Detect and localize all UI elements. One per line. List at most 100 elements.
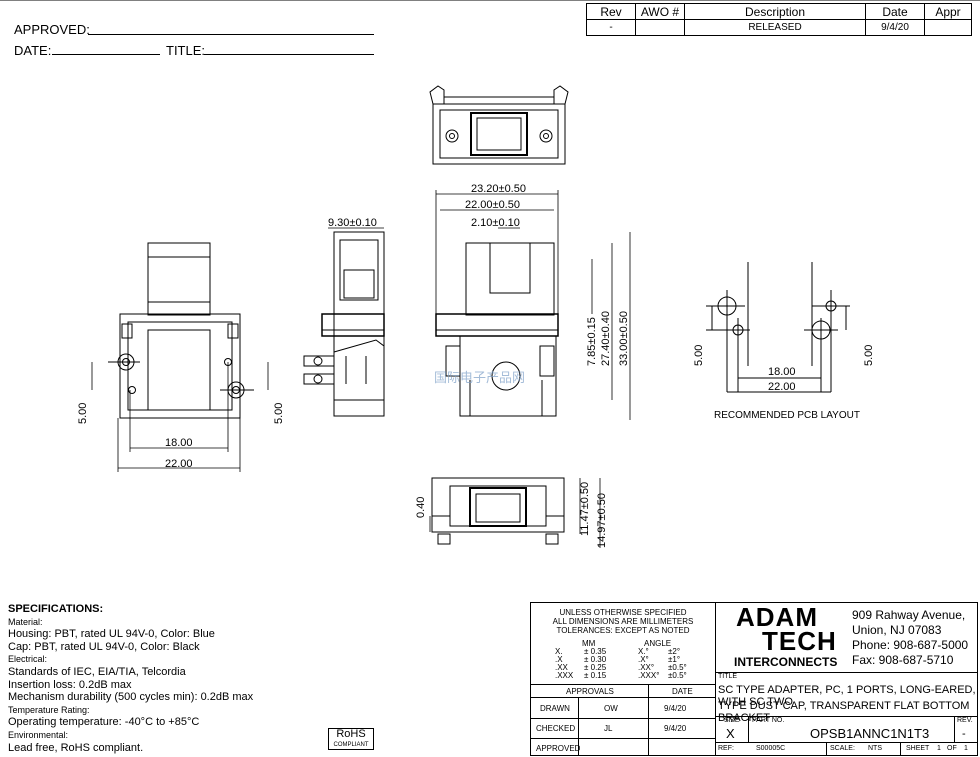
specifications: SPECIFICATIONS: Material: Housing: PBT, … [8, 603, 328, 754]
tb-scale-label: SCALE: [830, 745, 855, 752]
tolerance-block [530, 602, 716, 756]
drawn-rule [530, 718, 716, 719]
approved-label: APPROVED: [14, 22, 90, 37]
appr-value [924, 19, 972, 36]
tol-row2-a: .X [555, 655, 563, 664]
spec-standards: Standards of IEC, EIA/TIA, Telcordia [8, 665, 186, 678]
dim-pcb-v5-right: 5.00 [863, 345, 875, 366]
title-block [530, 602, 978, 756]
appr-header: Appr [924, 3, 972, 20]
center-front-view [435, 242, 559, 417]
title-line [204, 54, 374, 55]
tb-sheet-label: SHEET [906, 745, 930, 752]
size-rule [716, 716, 978, 717]
spec-temp-label: Temperature Rating: [8, 704, 90, 715]
rev-divider [954, 716, 955, 742]
rohs-logo: RoHS COMPLIANT [328, 728, 374, 750]
tb-ref: S00005C [756, 745, 786, 752]
left-front-view [108, 242, 254, 419]
tol-row1-a: X. [555, 647, 563, 656]
tol-mm-label: MM [582, 639, 596, 648]
sheet-divider [900, 742, 901, 756]
dim-left-18: 18.00 [165, 437, 193, 449]
tb-ref-label: REF: [718, 745, 734, 752]
logo-interconnects: INTERCONNECTS [734, 655, 838, 669]
dim-slot: 2.10±0.10 [471, 217, 520, 229]
dim-h1: 7.85±0.15 [586, 317, 598, 366]
tb-size-label: SIZE [724, 717, 740, 724]
dim-left-v5: 5.00 [77, 403, 89, 424]
dim-bottom-h2: 14.97±0.50 [596, 493, 608, 548]
tol-row4-b: ± 0.15 [584, 671, 607, 680]
dim-bottom-h1: 11.47±0.50 [579, 482, 591, 536]
dim-bottom-04: 0.40 [415, 497, 427, 518]
tol-row3-d: ±0.5° [668, 663, 687, 672]
rev-value: - [586, 19, 636, 36]
tol-row4-d: ±0.5° [668, 671, 687, 680]
addr-line2: Union, NJ 07083 [852, 623, 942, 637]
spec-insertion: Insertion loss: 0.2dB max [8, 678, 132, 691]
spec-env-label: Environmental: [8, 729, 69, 740]
checked-date: 9/4/20 [664, 724, 687, 733]
checked-label: CHECKED [536, 724, 576, 733]
checked-by: JL [604, 724, 613, 733]
tol-row2-c: .X° [638, 655, 649, 664]
spec-material-label: Material: [8, 616, 43, 627]
drawn-by: OW [604, 704, 618, 713]
pcb-layout-title: RECOMMENDED PCB LAYOUT [714, 410, 860, 421]
tol-row3-c: .XX° [638, 663, 655, 672]
date-label: DATE: [14, 43, 52, 58]
tb-part-label: PART NO. [752, 717, 785, 724]
dim-pcb-18: 18.00 [768, 366, 796, 378]
spec-electrical-label: Electrical: [8, 654, 48, 665]
dim-top-width: 23.20±0.50 [471, 183, 526, 195]
dim-h2: 27.40±0.40 [600, 311, 612, 366]
drawn-label: DRAWN [540, 704, 570, 713]
spec-cap: Cap: PBT, rated UL 94V-0, Color: Black [8, 640, 200, 653]
drawn-date: 9/4/20 [664, 704, 687, 713]
ref-rule [716, 742, 978, 743]
pcb-layout [706, 262, 850, 393]
tol-row2-d: ±1° [668, 655, 681, 664]
spec-housing: Housing: PBT, rated UL 94V-0, Color: Blu… [8, 628, 215, 641]
tb-size: X [726, 726, 735, 741]
tb-rev-label: REV. [957, 717, 973, 724]
rohs-text: RoHS [336, 728, 366, 740]
tol-row1-d: ±2° [668, 647, 681, 656]
tb-of: 1 [964, 745, 968, 752]
tol-row4-a: .XXX [555, 671, 574, 680]
tb-of-label: OF [947, 745, 957, 752]
dim-h3: 33.00±0.50 [618, 311, 630, 366]
side-view [303, 231, 385, 417]
checked-rule [530, 738, 716, 739]
description-value: RELEASED [684, 19, 866, 36]
dim-pcb-v5-left: 5.00 [693, 345, 705, 366]
tol-row4-c: .XXX° [638, 671, 660, 680]
approvals-header-rule [530, 697, 716, 698]
tol-line1: UNLESS OTHERWISE SPECIFIED [559, 608, 687, 617]
tb-title-line1: SC TYPE ADAPTER, PC, 1 PORTS, LONG-EARED… [718, 684, 976, 708]
title-label: TITLE: [166, 43, 206, 58]
tolerance-notes: UNLESS OTHERWISE SPECIFIED ALL DIMENSION… [532, 608, 714, 635]
approvals-top-rule [530, 684, 716, 685]
approvals-col1 [578, 697, 579, 756]
tol-row1-b: ± 0.35 [584, 647, 607, 656]
date-header: Date [865, 3, 925, 20]
spec-title: SPECIFICATIONS: [8, 603, 104, 615]
tb-rev: - [962, 728, 966, 740]
scale-divider [826, 742, 827, 756]
tb-part-number: OPSB1ANNC1N1T3 [810, 726, 930, 741]
dim-pcb-22: 22.00 [768, 381, 796, 393]
tb-sheet: 1 [937, 745, 941, 752]
approved-cell-label: APPROVED [536, 744, 581, 753]
tb-title-label: TITLE [718, 673, 738, 680]
rev-header: Rev [586, 3, 636, 20]
spec-lead: Lead free, RoHS compliant. [8, 741, 144, 754]
approvals-col2 [648, 684, 649, 756]
tb-scale: NTS [868, 745, 882, 752]
tol-row2-b: ± 0.30 [584, 655, 607, 664]
spec-mechanism: Mechanism durability (500 cycles min): 0… [8, 691, 254, 704]
spec-operating: Operating temperature: -40°C to +85°C [8, 716, 200, 729]
tol-row1-c: X.° [638, 647, 649, 656]
dim-right-v5: 5.00 [273, 403, 285, 424]
